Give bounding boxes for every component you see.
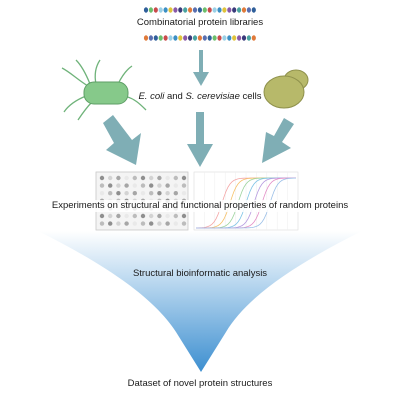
yeast-cell-icon [263, 69, 309, 109]
arrow-libraries-to-cells [193, 50, 209, 86]
yeast-name: S. cerevisiae [185, 91, 240, 102]
dataset-label: Dataset of novel protein structures [127, 378, 273, 389]
arrow-cells-to-experiments [187, 112, 213, 167]
libraries-label: Combinatorial protein libraries [136, 17, 264, 28]
experiments-label: Experiments on structural and functional… [49, 200, 351, 212]
analysis-label: Structural bioinformatic analysis [132, 268, 268, 279]
ecoli-name: E. coli [138, 91, 165, 102]
cells-and: and [164, 91, 186, 102]
arrow-yeast-to-experiments [262, 118, 294, 163]
bead-strand-icon [143, 7, 256, 13]
bead-strand-icon [143, 35, 256, 41]
arrow-ecoli-to-experiments [103, 115, 141, 165]
cells-label: E. coli and S. cerevisiae cells [138, 91, 261, 103]
funnel-shape [38, 231, 362, 372]
bacterium-icon [61, 59, 147, 121]
cells-suffix: cells [239, 91, 262, 102]
